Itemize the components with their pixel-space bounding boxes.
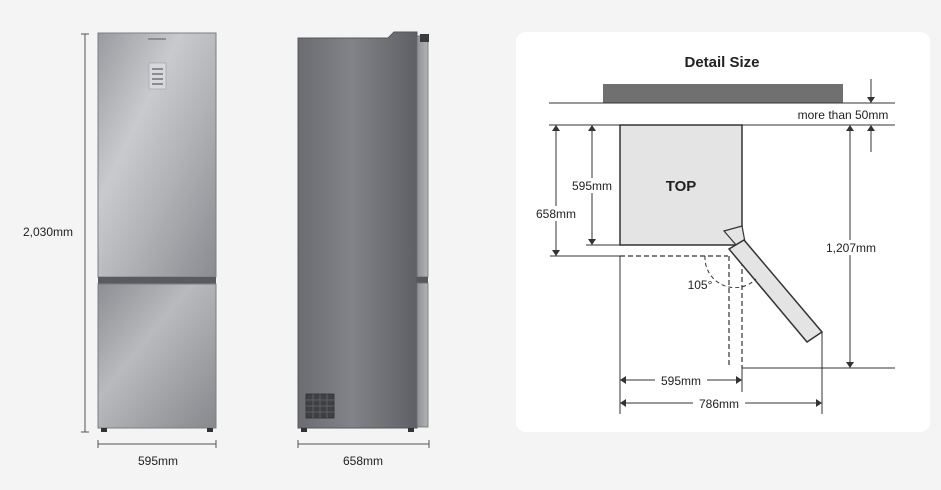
top-label: TOP (666, 178, 697, 195)
fridge-top-outline (619, 124, 743, 246)
width-label: 595mm (661, 374, 701, 388)
door-angle-arc (704, 255, 757, 289)
door-angle-label: 105° (688, 278, 713, 292)
brand-logo-mark (148, 38, 166, 40)
height-label: 2,030mm (23, 225, 73, 239)
fridge-front (97, 32, 217, 432)
detail-title: Detail Size (684, 54, 759, 71)
front-view: 2,030mm 595mm (18, 32, 217, 468)
door-gap (98, 277, 216, 284)
side-view: 658mm (297, 31, 430, 468)
display-panel (148, 62, 167, 90)
lower-door (97, 283, 217, 429)
total-depth-label: 658mm (536, 207, 576, 221)
front-width-label: 595mm (138, 454, 178, 468)
lower-door-edge (416, 282, 429, 428)
open-width-dimension: 786mm (620, 332, 823, 414)
front-width-dimension: 595mm (97, 440, 217, 468)
hinge-top (420, 34, 429, 42)
height-dimension: 2,030mm (18, 33, 89, 433)
side-foot-left (301, 428, 307, 432)
door-open-depth-label: 1,207mm (826, 241, 876, 255)
fridge-side (297, 31, 429, 432)
wall (603, 84, 843, 103)
side-depth-dimension: 658mm (297, 440, 430, 468)
upper-door-edge (416, 35, 429, 278)
width-dimension: 595mm (619, 256, 743, 414)
clearance-dimension: more than 50mm (790, 79, 896, 152)
side-depth-label: 658mm (343, 454, 383, 468)
foot-right (207, 428, 213, 432)
clearance-label: more than 50mm (798, 108, 889, 122)
body-depth-dimension: 595mm (570, 125, 620, 246)
body-depth-label: 595mm (572, 179, 612, 193)
foot-left (101, 428, 107, 432)
open-width-label: 786mm (699, 397, 739, 411)
door-open-depth-dimension: 1,207mm (742, 125, 895, 369)
side-foot-right (408, 428, 414, 432)
total-depth-dimension: 658mm (533, 125, 620, 257)
compressor-vent (305, 393, 335, 419)
detail-size-panel: Detail Size more than 50mm TOP 595mm (516, 32, 930, 432)
side-body (297, 31, 418, 429)
